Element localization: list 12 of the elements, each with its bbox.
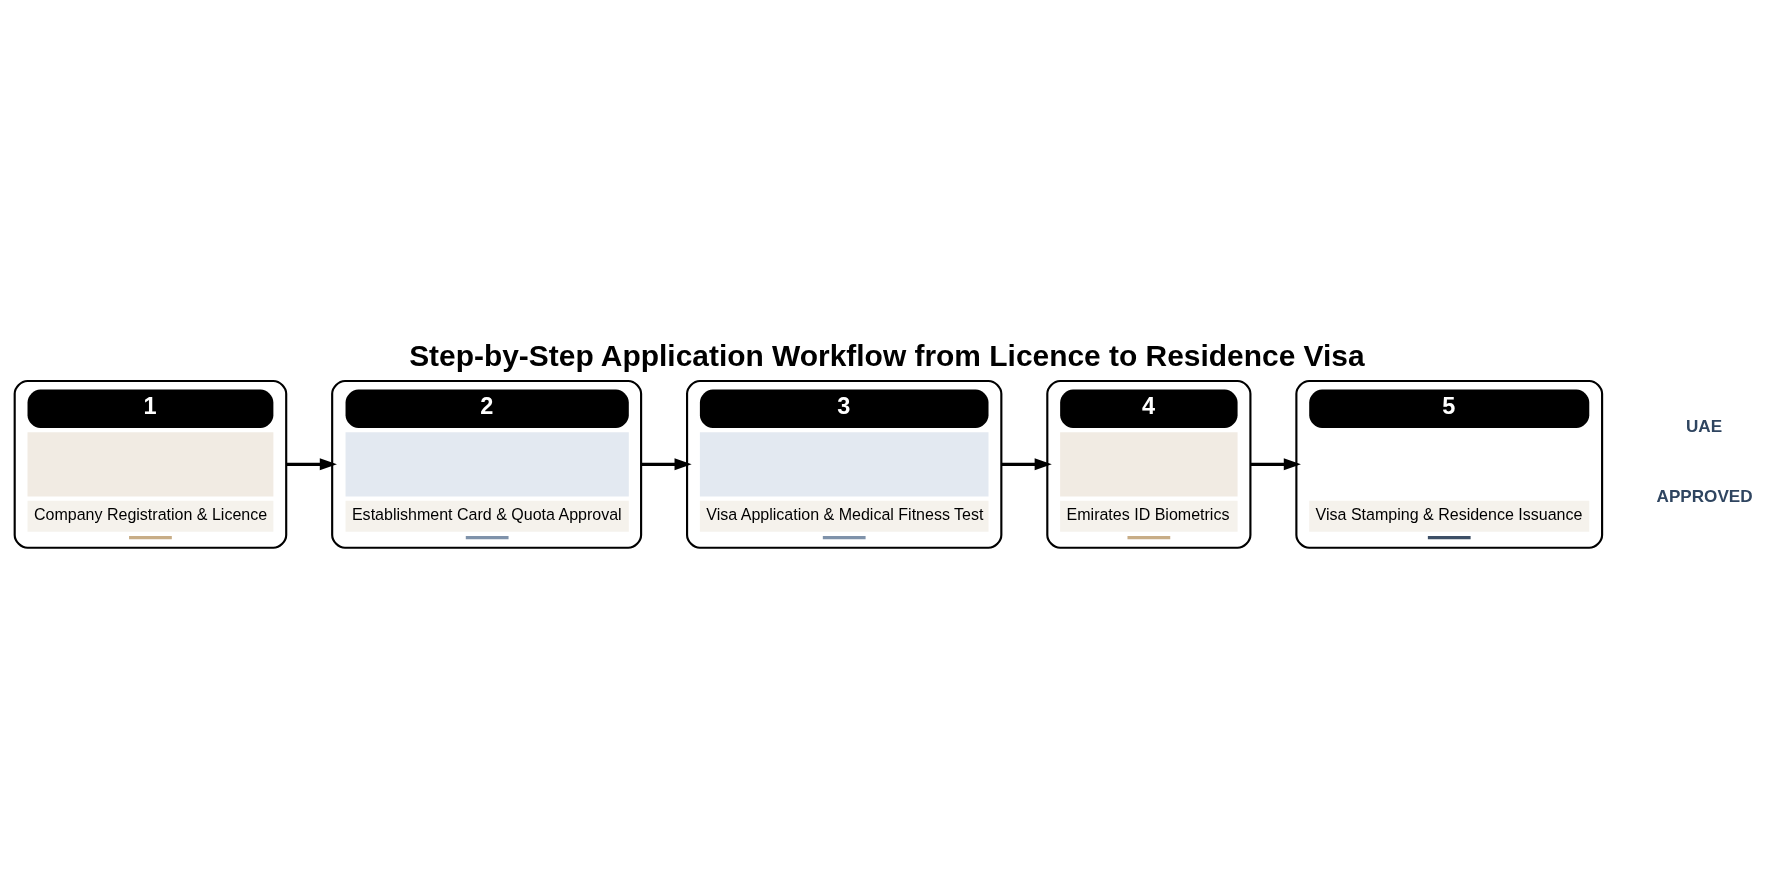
node-box: 3 Visa Application & Medical Fitness Test [685,379,1002,549]
node-box: 2 Establishment Card & Quota Approval [330,379,642,549]
label: APPROVED [1656,486,1753,506]
node-box: 1 Company Registration & Licence [13,379,287,549]
arrow [285,458,337,471]
diagram-title: Step-by-Step Application Workflow from Licence to Residence Visa [408,339,1365,373]
node-box: 4 Emirates ID Biometrics [1045,379,1251,549]
arrow [641,458,692,471]
arrow [1000,458,1052,471]
node-box: 5 Visa Stamping & Residence Issuance [1294,379,1603,549]
arrow [1250,458,1301,471]
label: UAE [1685,417,1722,437]
